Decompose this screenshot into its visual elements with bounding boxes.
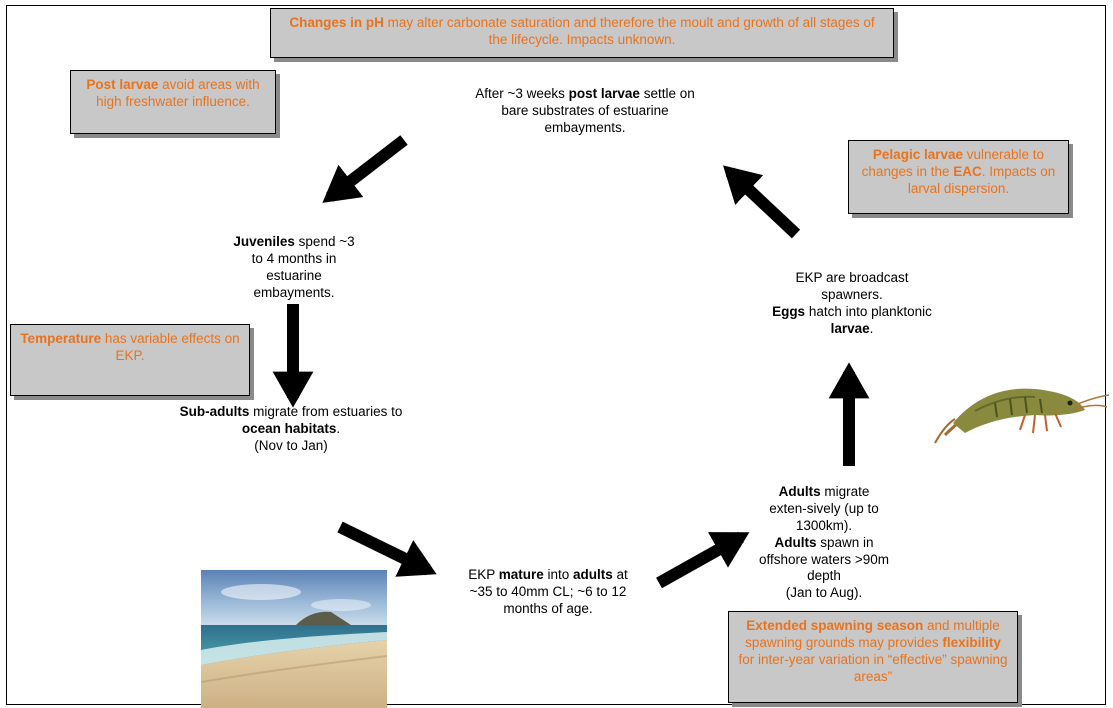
stage-text: hatch into planktonic — [805, 303, 932, 319]
temperature-note-text: has variable effects on EKP. — [101, 331, 240, 363]
stage-text: (Jan to Aug). — [785, 585, 863, 601]
flexibility-highlight: flexibility — [942, 634, 1001, 650]
stage-text: EKP — [468, 567, 499, 582]
arrow-to-post-larvae — [723, 165, 801, 239]
stage-highlight: Eggs — [772, 303, 806, 319]
stage-text: EKP are broadcast spawners. — [795, 270, 909, 302]
stage-text: migrate from estuaries to — [249, 404, 403, 419]
post-larvae-note-text: avoid areas with high freshwater influen… — [96, 77, 260, 109]
beach-photo — [201, 570, 387, 708]
stage-broadcast-spawners: EKP are broadcast spawners. Eggs hatch i… — [772, 270, 932, 338]
pelagic-larvae-note-text-end: . Impacts on larval dispersion. — [907, 163, 1056, 196]
eac-highlight: EAC — [953, 163, 982, 179]
stage-highlight: mature — [498, 567, 544, 582]
post-larvae-note-box: Post larvae avoid areas with high freshw… — [70, 70, 276, 134]
arrow-to-adults — [656, 531, 750, 589]
stage-text: spend ~3 to 4 months in estuarine embaym… — [251, 234, 355, 300]
stage-sub-adults: Sub-adults migrate from estuaries to oce… — [166, 404, 416, 455]
spawning-note-text-end: for inter-year variation in “effective” … — [738, 651, 1008, 684]
stage-highlight: Adults — [778, 484, 821, 499]
temperature-note-box: Temperature has variable effects on EKP. — [10, 324, 250, 396]
prawn-photo — [925, 355, 1110, 450]
stage-juveniles: Juveniles spend ~3 to 4 months in estuar… — [226, 234, 362, 302]
stage-highlight: ocean habitats — [241, 420, 337, 436]
spawning-note-highlight: Extended spawning season — [746, 618, 924, 633]
stage-highlight: Juveniles — [233, 234, 295, 249]
stage-highlight: adults — [573, 567, 613, 582]
stage-highlight: larvae — [830, 320, 870, 336]
stage-mature: EKP mature into adults at ~35 to 40mm CL… — [462, 567, 634, 618]
stage-text: . — [336, 420, 341, 436]
stage-adults: Adults migrate exten-sively (up to 1300k… — [758, 484, 890, 602]
temperature-note-highlight: Temperature — [20, 331, 102, 346]
pelagic-larvae-note-highlight: Pelagic larvae — [872, 147, 963, 162]
pelagic-larvae-note-box: Pelagic larvae vulnerable to changes in … — [848, 140, 1069, 214]
ph-note-highlight: Changes in pH — [289, 15, 384, 30]
pelagic-larvae-note-text: vulnerable to changes in the — [861, 147, 1045, 179]
stage-text: (Nov to Jan) — [254, 437, 328, 453]
post-larvae-note-highlight: Post larvae — [86, 77, 159, 92]
stage-text: migrate exten-sively (up to 1300km). — [769, 484, 879, 533]
stage-text: . — [869, 320, 874, 336]
stage-text: settle on bare substrates of estuarine e… — [501, 86, 695, 135]
stage-highlight: post larvae — [568, 86, 640, 101]
spawning-note-box: Extended spawning season and multiple sp… — [728, 611, 1018, 703]
stage-text: After ~3 weeks — [475, 86, 569, 101]
diagram-frame — [6, 5, 1106, 705]
stage-post-larvae-settle: After ~3 weeks post larvae settle on bar… — [470, 86, 700, 137]
spawning-note-text: and multiple spawning grounds may provid… — [745, 618, 1000, 650]
ph-note-text: may alter carbonate saturation and there… — [383, 15, 875, 47]
stage-highlight: Adults — [774, 534, 817, 550]
arrow-to-juveniles — [322, 135, 408, 203]
arrow-to-mature — [337, 521, 437, 577]
stage-text: into — [543, 567, 574, 582]
ph-note-box: Changes in pH may alter carbonate satura… — [270, 8, 894, 58]
stage-highlight: Sub-adults — [179, 404, 250, 419]
stage-text: at ~35 to 40mm CL; ~6 to 12 months of ag… — [469, 567, 628, 616]
stage-text: spawn in offshore waters >90m depth — [759, 534, 889, 584]
